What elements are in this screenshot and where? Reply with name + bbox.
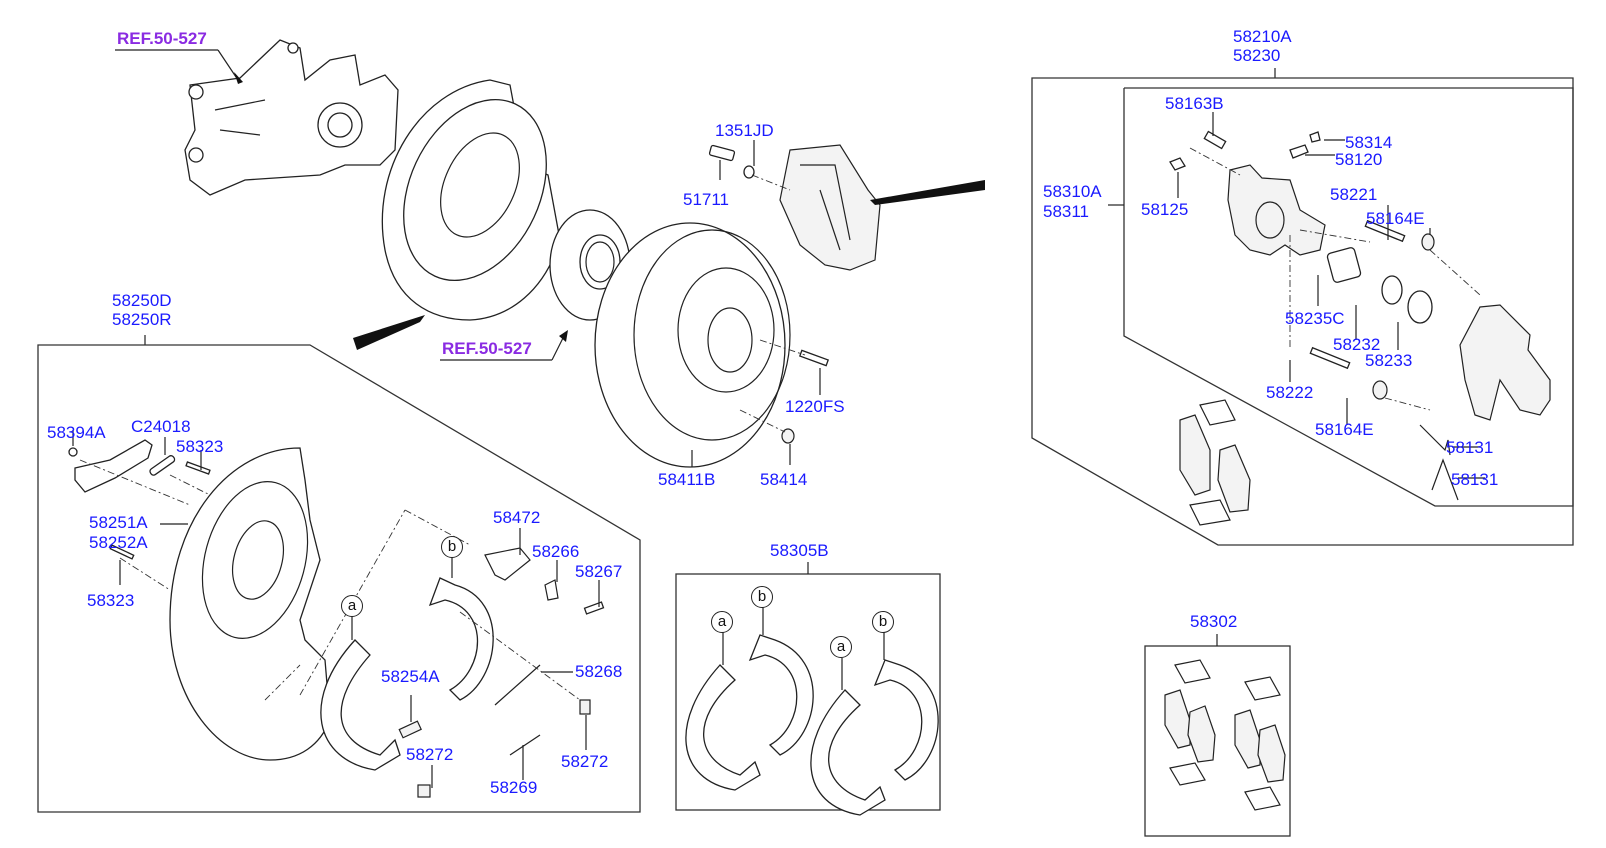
view-arrow-left xyxy=(353,315,425,350)
boot-58164E-top-drawing xyxy=(1421,233,1435,251)
part-label-58272-right[interactable]: 58272 xyxy=(561,752,609,771)
boot-58164E-bottom-drawing xyxy=(1372,380,1388,400)
part-label-backing-plate-group-2[interactable]: 58250R xyxy=(112,310,172,329)
part-label-58235C[interactable]: 58235C xyxy=(1285,309,1345,328)
part-label-58411B[interactable]: 58411B xyxy=(658,470,716,489)
part-label-C24018[interactable]: C24018 xyxy=(131,417,191,436)
bolt-58394A-drawing xyxy=(68,447,78,457)
bleeder-58120-drawing xyxy=(1289,144,1309,159)
bracket-58394A-drawing xyxy=(74,439,153,493)
view-arrow-right xyxy=(870,180,985,205)
callout-a-kit-right: a xyxy=(830,636,852,658)
shoe-b-drawing xyxy=(428,577,494,701)
part-label-58120[interactable]: 58120 xyxy=(1335,150,1383,169)
part-label-58125[interactable]: 58125 xyxy=(1141,200,1189,219)
bolt-58163B-drawing xyxy=(1203,130,1227,150)
callout-a-kit-left: a xyxy=(711,611,733,633)
boot-58233-drawing xyxy=(1407,290,1433,324)
caliper-assembled-drawing xyxy=(779,144,881,271)
pad-kit-drawing xyxy=(1164,659,1286,811)
backing-plate-top-drawing xyxy=(381,79,561,321)
clip-58272-left-drawing xyxy=(417,784,431,798)
spring-58131-b-drawing xyxy=(1431,458,1459,501)
shoe-kit-shoes-drawing xyxy=(685,634,939,816)
caliper-body-drawing xyxy=(1227,164,1326,256)
part-label-backing-plate-2[interactable]: 58252A xyxy=(89,533,148,552)
pin-58323-top-drawing xyxy=(185,461,211,475)
clip-58272-right-drawing xyxy=(579,699,591,715)
part-label-58131-b[interactable]: 58131 xyxy=(1451,470,1499,489)
shoe-a-drawing xyxy=(320,639,401,771)
part-label-58268[interactable]: 58268 xyxy=(575,662,623,681)
reference-label-hub[interactable]: REF.50-527 xyxy=(442,339,532,358)
part-label-58266[interactable]: 58266 xyxy=(532,542,580,561)
part-label-58269[interactable]: 58269 xyxy=(490,778,538,797)
lever-58472-drawing xyxy=(484,547,531,581)
pin-58323-bottom-drawing xyxy=(109,544,135,560)
part-label-58314[interactable]: 58314 xyxy=(1345,133,1393,152)
spring-58268-drawing xyxy=(494,664,541,706)
pin-58221-drawing xyxy=(1364,219,1406,243)
pad-kit-box xyxy=(1144,634,1291,837)
backing-plate-drawing xyxy=(169,447,331,761)
seal-58232-drawing xyxy=(1381,275,1403,305)
caliper-bracket-drawing xyxy=(1459,304,1551,421)
part-label-58164E-bottom[interactable]: 58164E xyxy=(1315,420,1374,439)
brake-disc-drawing xyxy=(594,222,791,468)
washer-1351JD-drawing xyxy=(743,165,755,179)
part-label-backing-plate-group-1[interactable]: 58250D xyxy=(112,291,172,310)
part-label-58233[interactable]: 58233 xyxy=(1365,351,1413,370)
part-label-58272-left[interactable]: 58272 xyxy=(406,745,454,764)
callout-a-backing-group: a xyxy=(341,595,363,617)
part-label-58305B[interactable]: 58305B xyxy=(770,541,829,560)
callout-b-backing-group: b xyxy=(441,536,463,558)
part-label-58267[interactable]: 58267 xyxy=(575,562,623,581)
bracket-C24018-drawing xyxy=(149,455,176,476)
shoe-kit-box xyxy=(675,562,941,811)
part-label-58164E-top[interactable]: 58164E xyxy=(1366,209,1425,228)
part-label-51711[interactable]: 51711 xyxy=(683,190,730,209)
caliper-body-inner-box xyxy=(1108,87,1574,507)
spring-58269-drawing xyxy=(509,734,541,756)
bolt-58267-drawing xyxy=(583,601,605,615)
part-label-58472[interactable]: 58472 xyxy=(493,508,541,527)
part-label-caliper-body-2[interactable]: 58311 xyxy=(1043,202,1090,221)
part-label-58163B[interactable]: 58163B xyxy=(1165,94,1224,113)
spring-58131-a-drawing xyxy=(1419,424,1451,456)
part-label-58414[interactable]: 58414 xyxy=(760,470,808,489)
knuckle-drawing xyxy=(184,39,399,196)
part-label-58254A[interactable]: 58254A xyxy=(381,667,440,686)
part-label-1351JD[interactable]: 1351JD xyxy=(715,121,774,140)
part-label-58221[interactable]: 58221 xyxy=(1330,185,1378,204)
part-label-caliper-assembly-1[interactable]: 58210A xyxy=(1233,27,1292,46)
callout-b-kit-left: b xyxy=(751,586,773,608)
bolt-58125-drawing xyxy=(1169,157,1186,171)
screw-1220FS-drawing xyxy=(798,349,830,367)
reference-label-knuckle[interactable]: REF.50-527 xyxy=(117,29,207,48)
part-label-caliper-body-1[interactable]: 58310A xyxy=(1043,182,1102,201)
bolt-51711-drawing xyxy=(708,144,736,162)
brake-pads-drawing xyxy=(1179,399,1251,526)
backing-plate-group-box xyxy=(37,335,641,813)
pin-58222-drawing xyxy=(1309,346,1351,370)
callout-b-kit-right: b xyxy=(872,611,894,633)
cap-58314-drawing xyxy=(1309,131,1321,143)
part-label-58131-a[interactable]: 58131 xyxy=(1446,438,1494,457)
part-label-caliper-assembly-2[interactable]: 58230 xyxy=(1233,46,1281,65)
piston-58235C-drawing xyxy=(1326,247,1362,283)
nut-58414-drawing xyxy=(781,428,795,444)
part-label-1220FS[interactable]: 1220FS xyxy=(785,397,845,416)
part-label-58323-top[interactable]: 58323 xyxy=(176,437,224,456)
clip-58266-drawing xyxy=(544,579,559,601)
part-label-58394A[interactable]: 58394A xyxy=(47,423,106,442)
part-label-backing-plate-1[interactable]: 58251A xyxy=(89,513,148,532)
part-label-58232[interactable]: 58232 xyxy=(1333,335,1381,354)
part-label-58222[interactable]: 58222 xyxy=(1266,383,1314,402)
part-label-58323-bottom[interactable]: 58323 xyxy=(87,591,135,610)
adjuster-58254A-drawing xyxy=(398,720,422,739)
part-label-58302[interactable]: 58302 xyxy=(1190,612,1238,631)
